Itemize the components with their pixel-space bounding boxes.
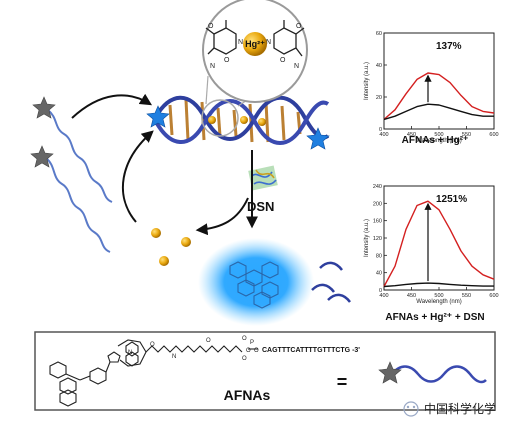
svg-text:O: O	[246, 348, 251, 354]
svg-text:N: N	[294, 63, 299, 70]
enhancement-label: 1251%	[436, 194, 467, 205]
arrow-dsn-to-release	[195, 197, 249, 236]
x-tick-label: 600	[489, 293, 498, 299]
svg-text:P: P	[250, 340, 254, 346]
fluorescent-aggregate	[198, 238, 314, 326]
emission-chart-hg-dsn: 400 450 500 550 600 0 40 80 120 160 200 240Waveleng…	[364, 184, 499, 323]
svg-text:N: N	[172, 354, 176, 360]
series-line-1	[383, 103, 494, 121]
svg-text:O: O	[206, 338, 211, 344]
svg-text:O: O	[208, 23, 214, 30]
probe-strand-upper	[47, 109, 113, 203]
svg-text:N: N	[210, 63, 215, 70]
x-tick-label: 500	[434, 132, 443, 138]
y-axis-label: Intensity (a.u.)	[364, 62, 370, 100]
svg-text:O: O	[224, 57, 230, 64]
y-tick-label: 240	[373, 184, 382, 190]
probe-structure-box: N O N O O O P O O CAGTTTCATTTTGTTTCTG -3…	[34, 331, 496, 411]
y-tick-label: 120	[373, 236, 382, 242]
svg-text:O: O	[254, 348, 259, 354]
equals-sign: =	[337, 372, 348, 392]
svg-text:N: N	[266, 39, 271, 46]
x-tick-label: 450	[407, 293, 416, 299]
probe-cartoon-star	[378, 361, 402, 384]
x-tick-label: 450	[407, 132, 416, 138]
y-tick-label: 160	[373, 219, 382, 225]
y-tick-label: 80	[376, 253, 382, 259]
duplex-fluorophore-star-left	[146, 105, 170, 128]
y-tick-label: 20	[376, 95, 382, 101]
dna-duplex	[146, 95, 330, 150]
x-axis-label: Wavelength (nm)	[416, 299, 461, 305]
arrow-recycle	[122, 130, 154, 223]
probe-fluorophore-star-lower	[30, 145, 54, 168]
svg-text:N: N	[128, 350, 132, 356]
y-tick-label: 200	[373, 201, 382, 207]
duplex-strand-b	[153, 99, 330, 145]
x-tick-label: 550	[462, 132, 471, 138]
svg-text:O: O	[242, 356, 247, 362]
cleaved-fragments	[311, 261, 351, 303]
series-line-0	[383, 200, 495, 287]
duplex-fluorophore-star-right	[306, 127, 330, 150]
watermark-text: 中国科学化学	[424, 401, 496, 416]
hg-ion-sphere	[243, 32, 267, 56]
x-tick-label: 600	[489, 132, 498, 138]
y-tick-label: 40	[376, 271, 382, 277]
series-line-0	[383, 72, 495, 120]
probe-sequence: CAGTTTCATTTTGTTTCTG -3'	[262, 347, 360, 354]
enhancement-label: 137%	[436, 41, 462, 52]
plot-frame	[383, 185, 495, 291]
chart-caption: AFNAs + Hg²⁺	[402, 135, 469, 146]
x-tick-label: 400	[379, 132, 388, 138]
series-line-1	[383, 282, 494, 288]
y-tick-label: 40	[376, 63, 382, 69]
probe-name: AFNAs	[224, 387, 271, 403]
svg-text:O: O	[280, 57, 286, 64]
ion-label: Hg²⁺	[245, 39, 265, 49]
x-tick-label: 550	[462, 293, 471, 299]
x-axis-label: Wavelength (nm)	[416, 138, 461, 144]
y-tick-label: 0	[379, 288, 382, 294]
chart-caption: AFNAs + Hg²⁺ + DSN	[385, 312, 484, 323]
probe-fluorophore-star-upper	[32, 96, 56, 119]
watermark: 中国科学化学	[403, 401, 496, 417]
x-tick-label: 400	[379, 293, 388, 299]
probe-cartoon-strand	[391, 365, 487, 384]
y-tick-label: 0	[379, 127, 382, 133]
svg-text:O: O	[150, 342, 155, 348]
svg-text:O: O	[242, 336, 247, 342]
svg-text:O: O	[296, 23, 302, 30]
arrow-probes-to-duplex	[71, 93, 153, 119]
enzyme-label: DSN	[247, 199, 274, 214]
probe-strand-lower	[45, 157, 111, 253]
free-probes	[30, 96, 113, 253]
y-tick-label: 60	[376, 31, 382, 37]
released-hg-ions	[151, 228, 191, 266]
dsn-enzyme: DSN	[247, 165, 278, 214]
svg-text:N: N	[238, 39, 243, 46]
x-tick-label: 500	[434, 293, 443, 299]
t-hg-t-inset: O O N N O O N N Hg²⁺	[202, 0, 308, 107]
y-axis-label: Intensity (a.u.)	[364, 219, 370, 257]
